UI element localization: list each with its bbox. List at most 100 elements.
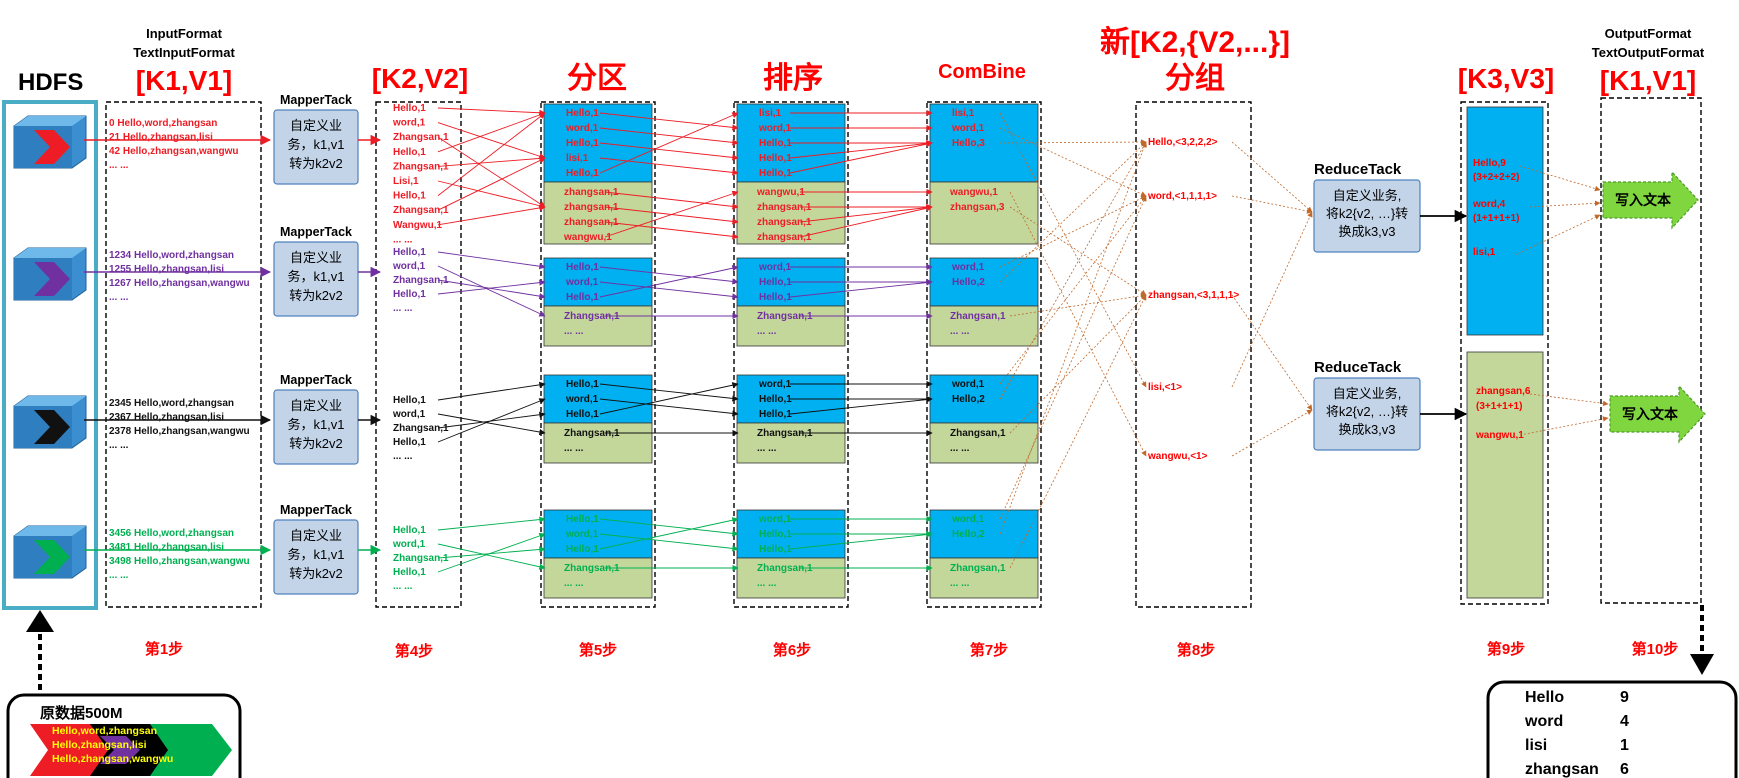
- final-output-key: lisi: [1525, 737, 1547, 754]
- combine-record: Zhangsan,1: [950, 311, 1006, 322]
- input-record: ... ...: [109, 292, 129, 303]
- combine-record: zhangsan,3: [950, 202, 1005, 213]
- reduce-body-line: 自定义业务,: [1333, 188, 1402, 203]
- hdfs-server-icon: [13, 115, 87, 169]
- k2v2-record: ... ...: [393, 234, 413, 245]
- sort-record: zhangsan,1: [757, 217, 812, 228]
- k2v2-record: Zhangsan,1: [393, 132, 449, 143]
- group-to-reduce-arrow: [1231, 195, 1313, 214]
- k2v2-to-partition-arrow: [437, 157, 546, 211]
- sort-to-combine-arrow: [789, 279, 933, 298]
- partition-to-sort-arrow: [599, 533, 739, 552]
- input-record: 3498 Hello,zhangsan,wangwu: [109, 556, 250, 567]
- k2v2-to-partition-arrow: [437, 122, 546, 160]
- input-record: 42 Hello,zhangsan,wangwu: [109, 146, 238, 157]
- k2v2-to-partition-arrow: [437, 381, 546, 401]
- write-text-arrow: [1609, 384, 1706, 444]
- partition-to-sort-arrow: [599, 382, 739, 415]
- k2v2-to-partition-arrow: [437, 112, 546, 196]
- group-record: wangwu,<1>: [1147, 451, 1208, 462]
- partition-to-sort-arrow: [599, 157, 739, 176]
- result-record: lisi,1: [1473, 247, 1496, 258]
- combine-to-group-arrow: [999, 139, 1147, 145]
- k2v2-to-partition-arrow: [437, 279, 546, 300]
- step-label: 第8步: [1177, 641, 1215, 659]
- combine-record: Hello,3: [952, 138, 985, 149]
- partition-to-sort-arrow: [604, 190, 739, 238]
- k2v2-to-partition-arrow: [437, 265, 546, 317]
- step-label: 第9步: [1487, 640, 1525, 658]
- result-record: (3+1+1+1): [1476, 401, 1522, 412]
- combine-record: word,1: [951, 379, 985, 390]
- reduce-body-line: 自定义业务,: [1333, 386, 1402, 401]
- sort-record: word,1: [758, 262, 792, 273]
- combine-bottom-block: [929, 181, 1039, 245]
- partition-record: Hello,1: [566, 262, 599, 273]
- k2v2-to-partition-arrow: [437, 251, 546, 270]
- k2v2-to-partition-arrow: [437, 180, 546, 209]
- sort-bottom-block: [736, 557, 846, 599]
- input-record: 3481 Hello,zhangsan,lisi: [109, 542, 224, 553]
- input-record: ... ...: [109, 440, 129, 451]
- reduce-body-line: 换成k3,v3: [1338, 422, 1395, 437]
- combine-top-block: [929, 103, 1039, 183]
- k2v2-to-partition-arrow: [437, 413, 546, 436]
- group-to-reduce-arrow: [1231, 211, 1313, 388]
- k2v2-record: Zhangsan,1: [393, 423, 449, 434]
- sort-to-combine-arrow: [799, 204, 933, 223]
- partition-record: Hello,1: [566, 409, 599, 420]
- result-record: Hello,9: [1473, 158, 1506, 169]
- partition-record: Hello,1: [566, 514, 599, 525]
- k2v2-to-partition-arrow: [437, 204, 546, 226]
- mapper-body-line: 转为k2v2: [289, 436, 342, 451]
- sort-record: wangwu,1: [756, 187, 805, 198]
- input-record: 2367 Hello,zhangsan,lisi: [109, 412, 224, 423]
- text-output-format-label: TextOutputFormat: [1592, 45, 1705, 60]
- mapper-body-line: 转为k2v2: [289, 566, 342, 581]
- k2v2-to-partition-arrow: [437, 411, 546, 429]
- combine-record: word,1: [951, 514, 985, 525]
- sort-to-combine-arrow: [789, 396, 933, 415]
- step-label: 第1步: [145, 640, 183, 658]
- result-record: wangwu,1: [1475, 430, 1524, 441]
- source-title: 原数据500M: [40, 704, 123, 722]
- sort-to-combine-arrow: [799, 205, 933, 238]
- combine-record: Zhangsan,1: [950, 428, 1006, 439]
- sort-record: Hello,1: [759, 277, 792, 288]
- combine-to-group-arrow: [1009, 294, 1147, 569]
- input-record: ... ...: [109, 570, 129, 581]
- k2v2-to-partition-arrow: [437, 155, 546, 167]
- step-label: 第10步: [1632, 640, 1679, 658]
- partition-title: 分区: [567, 62, 627, 95]
- k2v2-record: Hello,1: [393, 147, 426, 158]
- k2v2-record: word,1: [392, 261, 426, 272]
- k1v1-output-title: [K1,V1]: [1600, 65, 1696, 96]
- group-to-reduce-arrow: [1231, 294, 1313, 411]
- final-output-value: 9: [1620, 689, 1629, 706]
- text-input-format-label: TextInputFormat: [133, 45, 235, 60]
- partition-to-sort-arrow: [604, 221, 739, 240]
- mapper-box: [273, 389, 359, 465]
- k2v2-record: Hello,1: [393, 247, 426, 258]
- result-record: word,4: [1472, 199, 1506, 210]
- result-record: (3+2+2+2): [1473, 172, 1519, 183]
- hdfs-server-icon: [13, 247, 87, 301]
- k2v2-record: Zhangsan,1: [393, 275, 449, 286]
- k2v2-record: Zhangsan,1: [393, 553, 449, 564]
- partition-to-sort-arrow: [599, 142, 739, 161]
- sort-record: zhangsan,1: [757, 202, 812, 213]
- mapper-title: MapperTack: [280, 225, 352, 239]
- mapper-box: [273, 109, 359, 185]
- reduce-title: ReduceTack: [1314, 359, 1402, 376]
- partition-top-block: [543, 257, 653, 307]
- k2v2-record: ... ...: [393, 581, 413, 592]
- hdfs-frame: [2, 100, 98, 610]
- mapper-title: MapperTack: [280, 373, 352, 387]
- input-record: 21 Hello,zhangsan,lisi: [109, 132, 213, 143]
- partition-record: Hello,1: [566, 379, 599, 390]
- mapper-title: MapperTack: [280, 93, 352, 107]
- mapper-body-line: 转为k2v2: [289, 288, 342, 303]
- k2v2-record: Hello,1: [393, 437, 426, 448]
- output-column-frame: [1600, 97, 1702, 604]
- partition-to-sort-arrow: [599, 281, 739, 300]
